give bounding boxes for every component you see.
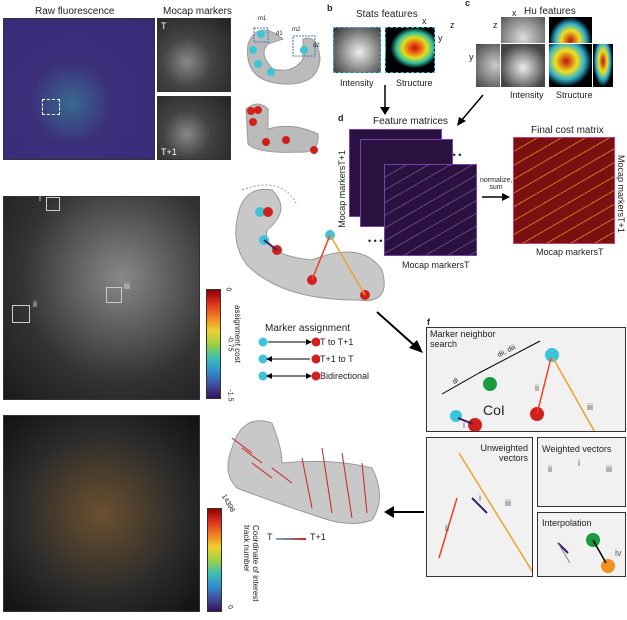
mocap-markers-t1-image: T+1 — [157, 96, 231, 160]
arrow-to-f — [376, 311, 423, 353]
m2-label: m2 — [292, 27, 301, 33]
m1-label: m1 — [258, 16, 267, 22]
track-number-colorbar — [207, 508, 222, 612]
d2-label: d2 — [313, 43, 320, 49]
arrow-b-to-d — [380, 85, 390, 115]
unweighted-vectors-title: Unweighted vectors — [480, 443, 528, 463]
panel-c-letter: c — [465, 0, 471, 8]
marker-assignment-title: Marker assignment — [265, 323, 351, 334]
uw-iii-label: iii — [505, 498, 511, 508]
weighted-vectors-title: Weighted vectors — [542, 444, 612, 454]
hu-structure-xz — [549, 17, 592, 43]
track-number-label: Coordinate of interest track number — [242, 525, 260, 602]
legend-t1: T+1 — [310, 532, 326, 542]
uw-i-label: i — [479, 493, 481, 503]
mocap-markers-title: Mocap markers — [163, 6, 232, 17]
raw-fluorescence-title: Raw fluorescence — [35, 6, 115, 17]
roi-iii-label: iii — [124, 281, 130, 291]
final-cost-matrix — [513, 137, 615, 244]
roi-box — [42, 99, 60, 115]
stats-intensity-label: Intensity — [340, 78, 374, 88]
neighbor-search-title: Marker neighbor search — [430, 329, 496, 349]
normalize-sum-label: normalize, sum — [480, 177, 513, 191]
assignment-3d-model — [235, 184, 385, 302]
hu-intensity-yz — [476, 44, 500, 87]
time-t-label: T — [161, 21, 167, 31]
uw-ii-label: ii — [445, 523, 449, 533]
d1-label: d1 — [276, 31, 283, 37]
legend-vector-line — [276, 538, 306, 540]
roi-i — [46, 197, 60, 211]
final-cost-ylabel: Mocap markersT+1 — [616, 155, 626, 233]
w-iii-label: iii — [606, 464, 612, 474]
legend-t: T — [267, 532, 273, 542]
hu-structure-xy — [549, 44, 592, 87]
feature-matrices-title: Feature matrices — [373, 116, 449, 127]
stats-structure-image — [385, 27, 435, 73]
axis-x: x — [422, 16, 427, 26]
hu-intensity-xy — [501, 44, 545, 87]
legend-bidirectional: Bidirectional — [320, 371, 370, 381]
vector-ii-label: ii — [535, 383, 539, 393]
stats-features-title: Stats features — [356, 9, 418, 20]
legend-t-to-t1: T to T+1 — [320, 337, 354, 347]
vector-iii-label: iii — [587, 402, 593, 412]
assignment-cost-colorbar — [206, 289, 221, 399]
w-i-label: i — [578, 458, 580, 468]
unweighted-vectors-diagram — [438, 452, 532, 572]
stats-structure-label: Structure — [396, 78, 433, 88]
roi-ii — [12, 305, 30, 323]
roi-i-label: i — [39, 193, 41, 203]
coi-label: CoI — [483, 402, 505, 418]
panel-d-letter: d — [338, 113, 344, 123]
interpolation-title: Interpolation — [542, 518, 592, 528]
interpolation-diagram — [557, 533, 615, 573]
roi-ii-label: ii — [33, 299, 37, 309]
hu-axis-y: y — [469, 52, 474, 62]
panel-b-letter: b — [327, 3, 333, 13]
marker-assignment-image: i ii iii — [3, 193, 200, 400]
marker-neighbor-search-box: Marker neighbor search CoI di dii, diii … — [426, 327, 626, 432]
interp-iv-label: iv — [615, 548, 622, 558]
tracks-image — [3, 415, 200, 612]
hu-axis-x: x — [512, 8, 517, 18]
mitochondrion-3d-models — [245, 27, 321, 154]
roi-iii — [106, 287, 122, 303]
hu-structure-label: Structure — [556, 90, 593, 100]
assignment-cost-label: assignment cost — [233, 305, 242, 363]
final-cost-matrix-title: Final cost matrix — [531, 125, 604, 136]
arrow-from-f — [384, 506, 424, 518]
arrow-c-to-d — [457, 94, 484, 126]
hu-intensity-xz — [501, 17, 545, 43]
legend-t1-to-t: T+1 to T — [320, 354, 354, 364]
w-ii-label: ii — [548, 464, 552, 474]
cbar-tick-min: 0 — [225, 604, 234, 611]
ellipsis-dots: • • • — [447, 150, 462, 160]
panel-f-letter: f — [427, 317, 430, 327]
unweighted-vectors-box: Unweighted vectors ii i iii — [426, 437, 533, 577]
arrow-normalize — [482, 193, 510, 201]
time-t1-label: T+1 — [161, 147, 177, 157]
vector-i-label: i — [463, 420, 465, 430]
weighted-vectors-box: Weighted vectors ii i iii — [537, 437, 626, 507]
final-cost-xlabel: Mocap markersT — [536, 247, 604, 257]
hu-features-title: Hu features — [524, 6, 576, 17]
raw-fluorescence-image — [3, 18, 155, 160]
vector-field-3d-model — [227, 420, 380, 524]
hu-intensity-label: Intensity — [510, 90, 544, 100]
mocap-markers-t-image: T — [157, 18, 231, 92]
hu-structure-yz — [593, 44, 613, 87]
neighbor-search-diagram — [441, 340, 596, 431]
stats-intensity-image — [333, 27, 381, 73]
assignment-legend-glyphs — [258, 337, 320, 381]
cbar-tick-15: -1.5 — [226, 389, 234, 402]
feature-matrices-xlabel: Mocap markersT — [402, 260, 470, 270]
axis-z: z — [450, 20, 455, 30]
ellipsis-dots-2: • • • — [368, 236, 383, 246]
axis-y: y — [438, 33, 443, 43]
feature-matrix-3 — [384, 164, 477, 256]
hu-axis-z: z — [493, 20, 498, 30]
interpolation-box: Interpolation iv — [537, 512, 626, 577]
